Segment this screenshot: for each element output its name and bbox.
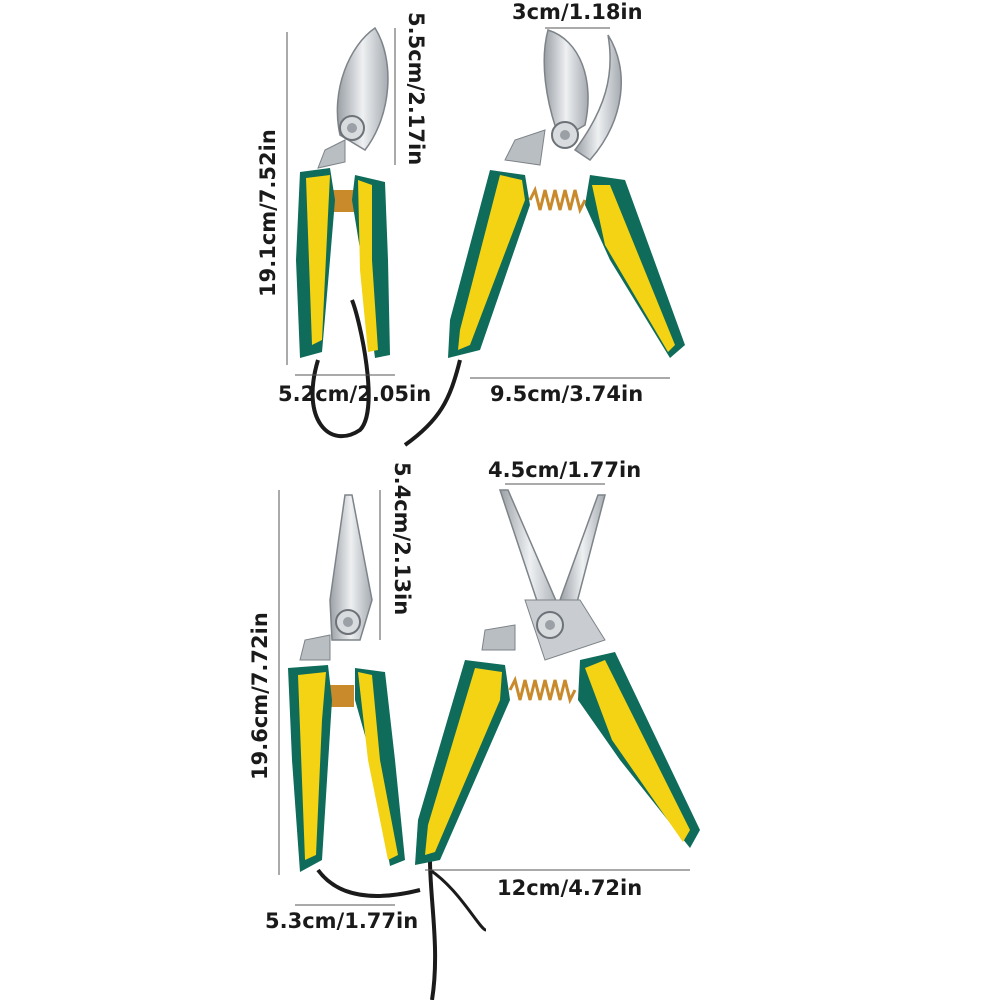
top-pair-closed-width-label: 5.2cm/2.05in — [278, 382, 432, 406]
top-pair-height-label: 19.1cm/7.52in — [256, 129, 280, 297]
bottom-pair-closed-width-label: 5.3cm/1.77in — [265, 909, 419, 933]
bottom-pair-blade-length-label: 5.4cm/2.13in — [390, 462, 414, 616]
top-pair-blade-length-label: 5.5cm/2.17in — [404, 12, 428, 166]
bottom-pair-height-label: 19.6cm/7.72in — [248, 612, 272, 780]
bottom-pair-blade-opening-label: 4.5cm/1.77in — [488, 458, 642, 482]
top-pair-open-width-label: 9.5cm/3.74in — [490, 382, 644, 406]
snip-closed-bottom — [288, 494, 421, 898]
dimension-lines — [278, 27, 690, 906]
pruner-open-top — [403, 29, 685, 447]
bottom-pair-open-width-label: 12cm/4.72in — [497, 876, 643, 900]
top-pair-blade-opening-label: 3cm/1.18in — [512, 0, 643, 24]
pruner-closed-top — [296, 26, 390, 438]
snip-open-bottom — [415, 489, 700, 1000]
